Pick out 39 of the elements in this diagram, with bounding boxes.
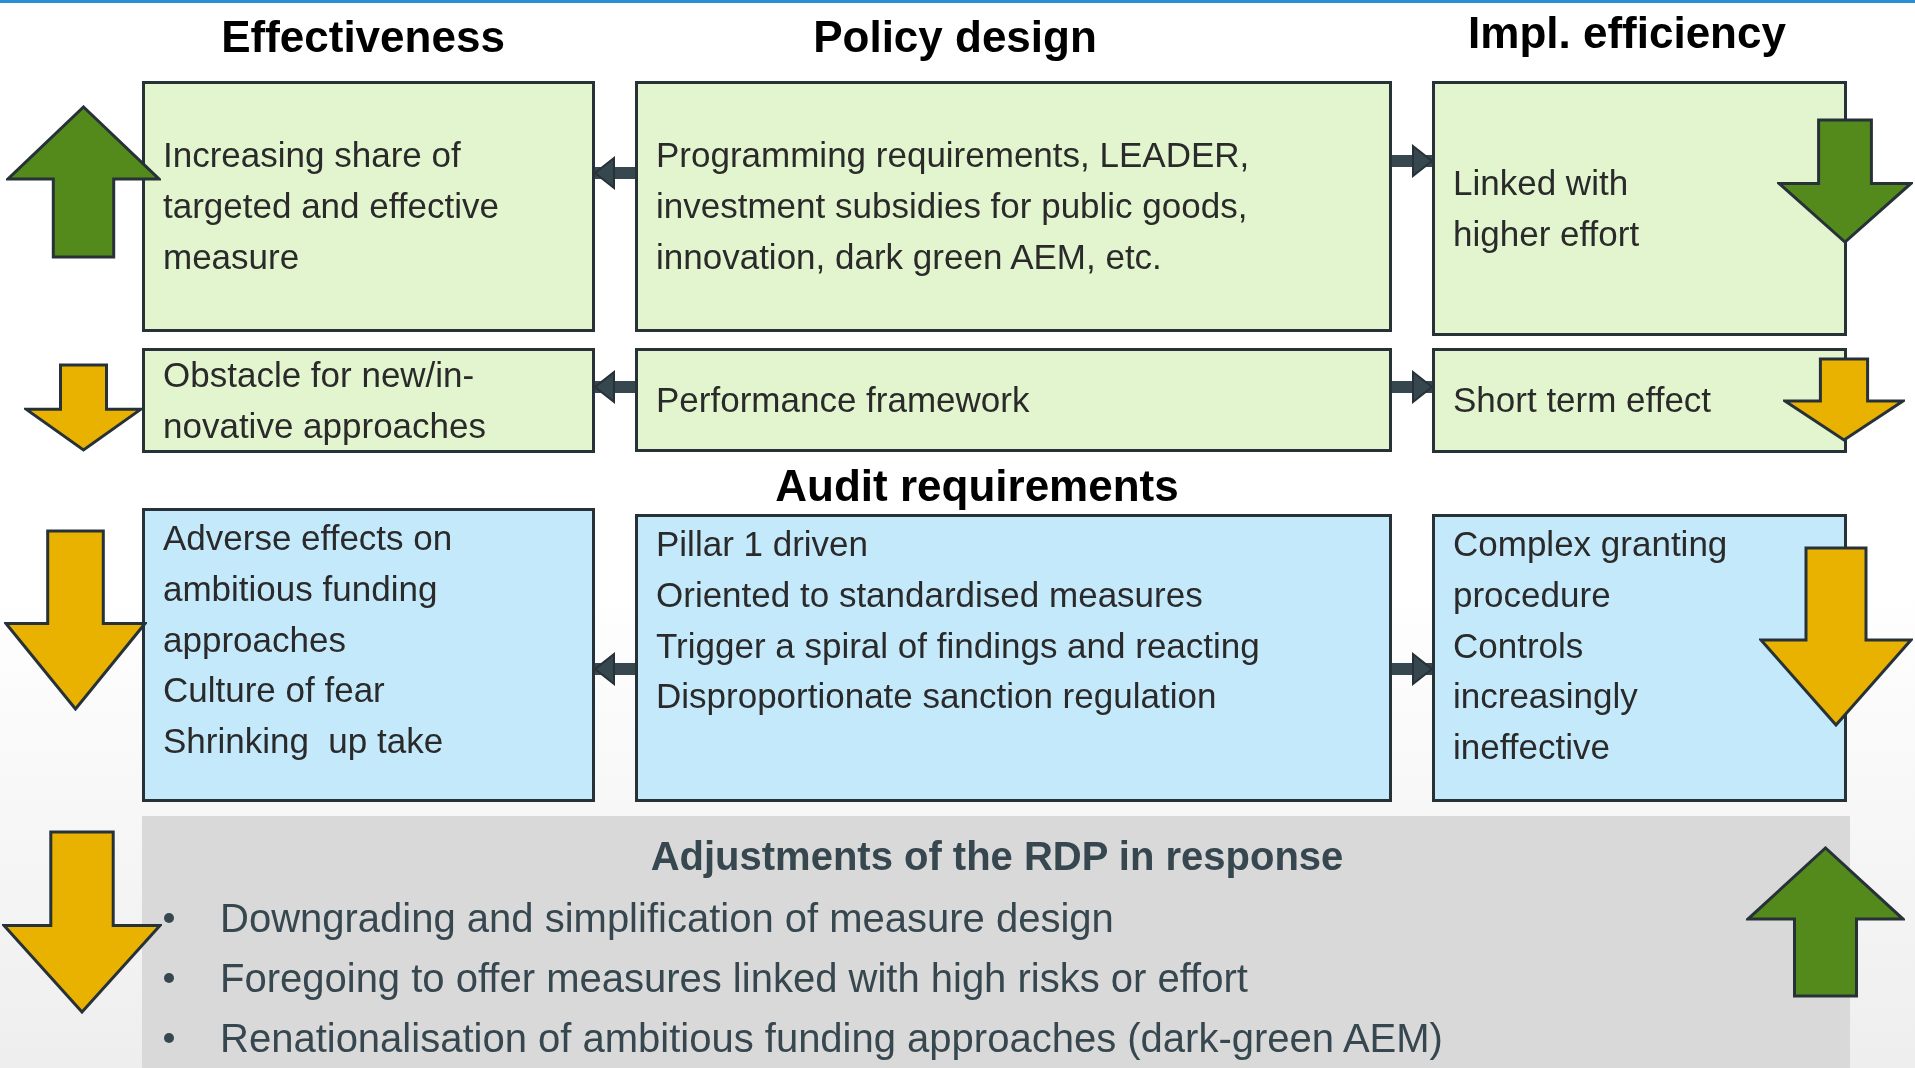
box-text: Increasing share of targeted and effective measure: [163, 134, 500, 278]
box-text: Obstacle for new/in-novative approaches: [163, 353, 487, 447]
box-text: Short term effect: [1453, 379, 1713, 422]
text-box: [142, 508, 595, 802]
text-box: [635, 514, 1392, 802]
box-text: Oriented to standardised measures: [656, 573, 1204, 616]
box-text: Controls increasingly ineffective: [1453, 624, 1639, 768]
box-text: Culture of fear: [163, 669, 386, 712]
box-text: Programming requirements, LEADER, investment subsidies for public goods, innovation, dark green AEM, etc.: [656, 134, 1251, 278]
column-heading: Audit requirements: [775, 461, 1179, 511]
column-heading: Effectiveness: [221, 12, 505, 62]
box-text: Disproportionate sanction regulation: [656, 675, 1218, 718]
arrow: [594, 653, 635, 685]
box-text: Trigger a spiral of findings and reacting: [656, 624, 1261, 667]
arrow: [594, 371, 635, 403]
bullet-text: Renationalisation of ambitious funding approaches (dark-green AEM): [220, 1015, 1443, 1062]
arrow: [1392, 653, 1433, 685]
box-text: Pillar 1 driven: [656, 523, 870, 565]
box-text: Adverse effects on ambitious funding approaches: [163, 517, 454, 661]
box-text: Shrinking up take: [163, 720, 445, 762]
arrow: [1392, 371, 1433, 403]
text-box: [1432, 81, 1847, 336]
bullet-text: Foregoing to offer measures linked with high risks or effort: [220, 955, 1248, 1002]
text-box: [635, 348, 1392, 452]
text-box: [1432, 514, 1847, 802]
text-box: [1432, 348, 1847, 453]
text-box: [142, 81, 595, 332]
text-box: [142, 348, 595, 453]
summary-panel: [142, 816, 1850, 1068]
panel-heading: Adjustments of the RDP in response: [649, 833, 1345, 880]
column-heading: Policy design: [813, 12, 1097, 62]
arrow: [594, 157, 635, 189]
box-text: Linked with higher effort: [1453, 161, 1641, 255]
arrow: [1392, 145, 1433, 177]
bullet-text: Downgrading and simplification of measure design: [220, 895, 1114, 942]
box-text: Performance framework: [656, 378, 1031, 421]
box-text: Complex granting procedure: [1453, 523, 1729, 616]
column-heading: Impl. efficiency: [1468, 8, 1786, 58]
text-box: [635, 81, 1392, 332]
